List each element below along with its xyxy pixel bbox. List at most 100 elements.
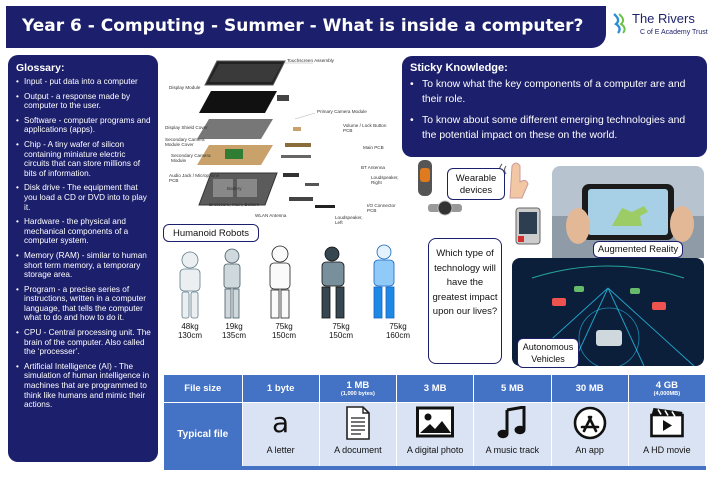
size-cell: 4 GB(4,000MB) xyxy=(628,375,707,403)
label-secondary-camera: Secondary Camera Module xyxy=(171,153,211,164)
file-size-header: File size xyxy=(164,375,243,403)
table-row: File size 1 byte 1 MB(1,000 bytes) 3 MB … xyxy=(164,375,707,403)
label-secondary-camera-cover: Secondary Camera Module Cover xyxy=(165,137,205,148)
size-note: (4,000MB) xyxy=(653,390,681,397)
label-battery: Battery xyxy=(227,186,242,191)
typical-file-header: Typical file xyxy=(164,402,243,466)
label-main-pcb: Main PCB xyxy=(363,145,384,150)
robot-height: 150cm xyxy=(328,331,353,340)
label-io-connector: I/O Connector PCB xyxy=(367,203,396,214)
file-caption: A document xyxy=(334,444,382,455)
table-footer-bar xyxy=(164,466,706,470)
size-cell: 3 MB xyxy=(396,375,475,403)
glossary-item: Output - a response made by computer to … xyxy=(16,92,152,111)
photo-icon xyxy=(398,406,472,442)
humanoid-robots-label: Humanoid Robots xyxy=(163,224,259,242)
glossary-item: Input - put data into a computer xyxy=(16,77,152,87)
autonomous-vehicles-label: Autonomous Vehicles xyxy=(517,338,579,368)
file-cell: A document xyxy=(319,402,398,466)
label-wlan: WLAN Antenna xyxy=(255,213,287,218)
trust-logo: The Rivers C of E Academy Trust xyxy=(612,8,710,48)
movie-icon xyxy=(630,406,704,442)
size-note: (1,000 bytes) xyxy=(340,390,375,397)
glossary-title: Glossary: xyxy=(16,62,65,74)
file-cell: a A letter xyxy=(242,402,320,466)
page-title: Year 6 - Computing - Summer - What is in… xyxy=(6,6,606,48)
robot-height: 150cm xyxy=(271,331,296,340)
document-icon xyxy=(321,405,395,442)
app-store-icon xyxy=(553,406,627,442)
river-logo-icon xyxy=(613,13,626,34)
size-cell: 1 byte xyxy=(242,375,320,403)
size-value: 5 MB xyxy=(501,383,524,395)
robot-weight: 19kg xyxy=(225,322,243,331)
label-enclosure: Enclosure, Main, Bottom xyxy=(209,202,260,207)
glossary-item: Artificial Intelligence (AI) - The simul… xyxy=(16,362,152,410)
logo-subtitle: C of E Academy Trust xyxy=(640,29,708,36)
glossary-item: Disk drive - The equipment that you load… xyxy=(16,183,152,212)
robot-weight: 75kg xyxy=(275,322,293,331)
label-audio-jack: Audio Jack / Microphone PCB xyxy=(169,173,220,184)
glossary-item: Software - computer programs and applica… xyxy=(16,116,152,135)
humanoid-robots-illustration xyxy=(162,244,427,369)
file-caption: A HD movie xyxy=(643,444,691,455)
table-row: Typical file a A letter A document A dig… xyxy=(164,402,707,466)
label-volume-pcb: Volume / Lock Button PCB xyxy=(343,123,387,134)
tablet-exploded-diagram: Touchscreen Assembly Display Module Prim… xyxy=(165,55,399,226)
letter-icon: a xyxy=(272,405,290,439)
glossary-item: CPU - Central processing unit. The brain… xyxy=(16,328,152,357)
tablet-parts-illustration xyxy=(197,60,335,208)
file-caption: A digital photo xyxy=(406,444,464,455)
file-caption: A letter xyxy=(266,444,295,455)
file-cell: An app xyxy=(551,402,629,466)
size-cell: 5 MB xyxy=(473,375,552,403)
file-cell: A music track xyxy=(473,402,552,466)
robot-weight: 48kg xyxy=(181,322,199,331)
label-loudspeaker-left: Loudspeaker, Left xyxy=(335,215,363,226)
size-value: 1 MB xyxy=(346,379,370,391)
file-cell: A digital photo xyxy=(396,402,475,466)
file-cell: A HD movie xyxy=(628,402,707,466)
glossary-item: Chip - A tiny wafer of silicon containin… xyxy=(16,140,152,178)
glossary-item: Program - a precise series of instructio… xyxy=(16,285,152,323)
file-size-table: File size 1 byte 1 MB(1,000 bytes) 3 MB … xyxy=(164,375,707,466)
sticky-knowledge-panel: Sticky Knowledge: To know what the key c… xyxy=(402,56,707,157)
file-caption: An app xyxy=(575,444,604,455)
wearable-devices-illustration xyxy=(412,160,552,252)
discussion-question: Which type of technology will have the g… xyxy=(428,238,502,364)
robot-height: 130cm xyxy=(177,331,202,340)
size-cell: 30 MB xyxy=(551,375,629,403)
logo-name: The Rivers xyxy=(632,11,695,26)
glossary-item: Memory (RAM) - similar to human short te… xyxy=(16,251,152,280)
wearable-devices-label: Wearable devices xyxy=(447,168,505,200)
glossary-list: Input - put data into a computer Output … xyxy=(16,77,152,410)
robot-height: 160cm xyxy=(385,331,410,340)
robot-weight: 75kg xyxy=(332,322,350,331)
glossary-item: Hardware - the physical and mechanical c… xyxy=(16,217,152,246)
sticky-item: To know what the key components of a com… xyxy=(410,77,699,107)
label-primary-camera: Primary Camera Module xyxy=(317,109,367,114)
sticky-list: To know what the key components of a com… xyxy=(410,77,699,143)
size-value: 4 GB xyxy=(655,379,678,391)
music-note-icon xyxy=(475,405,549,442)
sticky-title: Sticky Knowledge: xyxy=(410,62,508,74)
label-display-module: Display Module xyxy=(169,85,201,90)
size-value: 1 byte xyxy=(266,383,295,395)
size-value: 3 MB xyxy=(423,383,447,395)
size-value: 30 MB xyxy=(575,383,604,395)
sticky-item: To know about some different emerging te… xyxy=(410,113,699,143)
augmented-reality-label: Augmented Reality xyxy=(593,241,683,258)
robot-weight: 75kg xyxy=(389,322,407,331)
label-loudspeaker-right: Loudspeaker, Right xyxy=(371,175,399,186)
file-caption: A music track xyxy=(485,444,540,455)
size-cell: 1 MB(1,000 bytes) xyxy=(319,375,398,403)
glossary-panel: Glossary: Input - put data into a comput… xyxy=(8,55,158,462)
label-bt-antenna: BT Antenna xyxy=(361,165,385,170)
label-touchscreen: Touchscreen Assembly xyxy=(287,58,334,63)
label-display-shield: Display Shield Cover xyxy=(165,125,208,130)
